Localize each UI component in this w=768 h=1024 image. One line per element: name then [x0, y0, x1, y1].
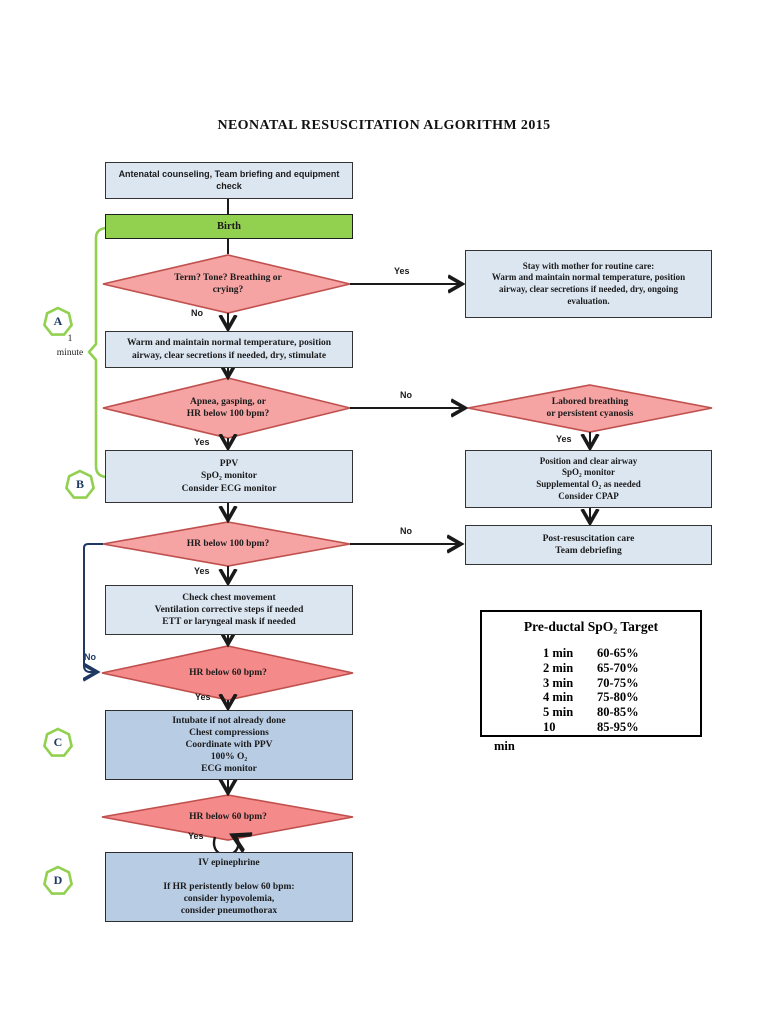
label-no-term-tone: No: [191, 308, 203, 318]
node-warm-stimulate: Warm and maintain normal temperature, po…: [105, 331, 353, 368]
decision-term-tone-label: Term? Tone? Breathing or crying?: [174, 273, 282, 296]
node-iv-epinephrine: IV epinephrine If HR peristently below 6…: [105, 852, 353, 922]
label-yes-apnea: Yes: [194, 437, 210, 447]
decision-apnea-label: Apnea, gasping, or HR below 100 bpm?: [186, 397, 270, 420]
spo2-table-title: Pre-ductal SpO₂ Target: [523, 619, 659, 634]
decision-hr60-first-label: HR below 60 bpm?: [189, 668, 267, 678]
decision-labored-label: Labored breathing or persistent cyanosis: [546, 397, 634, 420]
decision-hr60-second-label: HR below 60 bpm?: [189, 812, 267, 822]
node-intubate-compressions: Intubate if not already done Chest compr…: [105, 710, 353, 780]
page-title: NEONATAL RESUSCITATION ALGORITHM 2015: [217, 118, 551, 133]
label-yes-hr100: Yes: [194, 566, 210, 576]
node-antenatal-counseling: Antenatal counseling, Team briefing and …: [105, 162, 353, 199]
label-yes-hr60-second: Yes: [188, 831, 204, 841]
step-marker-d: D: [53, 873, 63, 887]
node-stay-with-mother: Stay with mother for routine care: Warm …: [465, 250, 712, 318]
one-minute-brace: [87, 226, 107, 479]
node-position-clear-airway: Position and clear airway SpO₂ monitor S…: [465, 450, 712, 508]
label-yes-hr60-first: Yes: [195, 692, 211, 702]
label-yes-term-tone: Yes: [394, 266, 410, 276]
step-marker-a: A: [53, 314, 63, 328]
decision-hr100-label: HR below 100 bpm?: [186, 539, 270, 549]
step-marker-c: C: [53, 735, 63, 749]
label-no-hr100: No: [400, 526, 412, 536]
node-ppv: PPV SpO₂ monitor Consider ECG monitor: [105, 450, 353, 503]
step-marker-b: B: [75, 477, 84, 491]
node-check-chest-movement: Check chest movement Ventilation correct…: [105, 585, 353, 635]
node-post-resuscitation: Post-resuscitation care Team debriefing: [465, 525, 712, 565]
one-minute-note: 1 minute: [56, 334, 84, 359]
label-yes-labored: Yes: [556, 434, 572, 444]
label-no-apnea: No: [400, 390, 412, 400]
node-birth: Birth: [105, 214, 353, 239]
label-no-hr60-feedback: No: [84, 652, 96, 662]
min-overflow-text: min: [494, 739, 515, 753]
